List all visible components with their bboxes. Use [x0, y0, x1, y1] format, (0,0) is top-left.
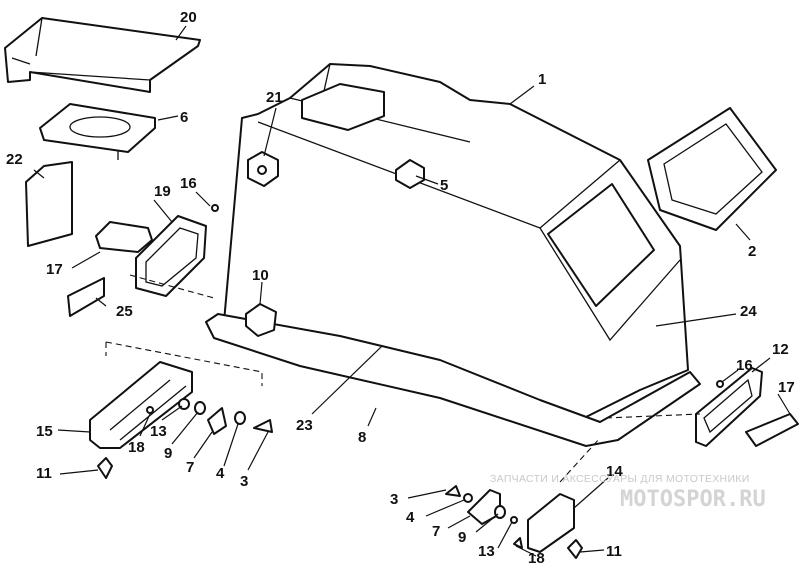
callout-24: 24	[740, 303, 757, 320]
leader-lines	[33, 25, 791, 557]
callout-19: 19	[154, 183, 171, 200]
callout-1: 1	[538, 71, 546, 88]
callout-17-left: 17	[46, 261, 63, 278]
watermark-text: ЗАПЧАСТИ И АКСЕССУАРЫ ДЛЯ МОТОТЕХНИКИ	[490, 473, 750, 485]
callout-13-left: 13	[150, 423, 167, 440]
part-15-bracket	[89, 361, 193, 449]
part-25-decal	[67, 277, 105, 317]
callout-21: 21	[266, 89, 283, 106]
part-22-decal	[25, 161, 73, 247]
assembly-lines	[105, 274, 701, 483]
part-16-screw-right	[716, 380, 724, 388]
left-hardware-group	[97, 398, 273, 479]
callout-25: 25	[116, 303, 133, 320]
callout-18-right: 18	[528, 550, 545, 564]
part-21-knob	[247, 151, 279, 187]
callout-6: 6	[180, 109, 188, 126]
callout-13-right: 13	[478, 543, 495, 560]
callout-numbers: 20 6 22 19 16 17 25 21 1 5 2 10 24 12 16…	[6, 9, 795, 564]
callout-3-right: 3	[390, 491, 398, 508]
callout-17-right: 17	[778, 379, 795, 396]
part-17-handle-left	[95, 221, 153, 253]
callout-18-left: 18	[128, 439, 145, 456]
watermark: ЗАПЧАСТИ И АКСЕССУАРЫ ДЛЯ МОТОТЕХНИКИ MO…	[490, 473, 766, 512]
callout-2: 2	[748, 243, 756, 260]
callout-9-left: 9	[164, 445, 172, 462]
callout-4-right: 4	[406, 509, 415, 526]
callout-16-right: 16	[736, 357, 753, 374]
callout-9-right: 9	[458, 529, 466, 546]
callout-10: 10	[252, 267, 269, 284]
callout-14: 14	[606, 463, 623, 480]
part-5-fastener	[395, 159, 425, 189]
callout-15: 15	[36, 423, 53, 440]
part-12-grille-right	[695, 367, 763, 447]
callout-5: 5	[440, 177, 448, 194]
part-6-grommet-plate	[39, 103, 156, 160]
callout-4-left: 4	[216, 465, 225, 482]
callout-3-left: 3	[240, 473, 248, 490]
callout-12: 12	[772, 341, 789, 358]
callout-23: 23	[296, 417, 313, 434]
callout-11-right: 11	[606, 543, 622, 560]
callout-20: 20	[180, 9, 197, 26]
callout-7-right: 7	[432, 523, 440, 540]
callout-22: 22	[6, 151, 23, 168]
part-8-seal	[205, 313, 701, 447]
callout-11-left: 11	[36, 465, 52, 482]
part-16-screw-left	[211, 204, 219, 212]
part-20-cover-lid	[4, 17, 201, 93]
watermark-brand: MOTOSPOR.RU	[620, 487, 766, 512]
part-19-grille	[135, 215, 207, 297]
right-hardware-group	[445, 485, 583, 559]
part-1-motor-cover	[223, 63, 689, 421]
part-17-handle-right	[745, 413, 799, 447]
callout-16-left: 16	[180, 175, 197, 192]
callout-7-left: 7	[186, 459, 194, 476]
callout-8: 8	[358, 429, 366, 446]
part-2-side-grille	[647, 107, 777, 231]
